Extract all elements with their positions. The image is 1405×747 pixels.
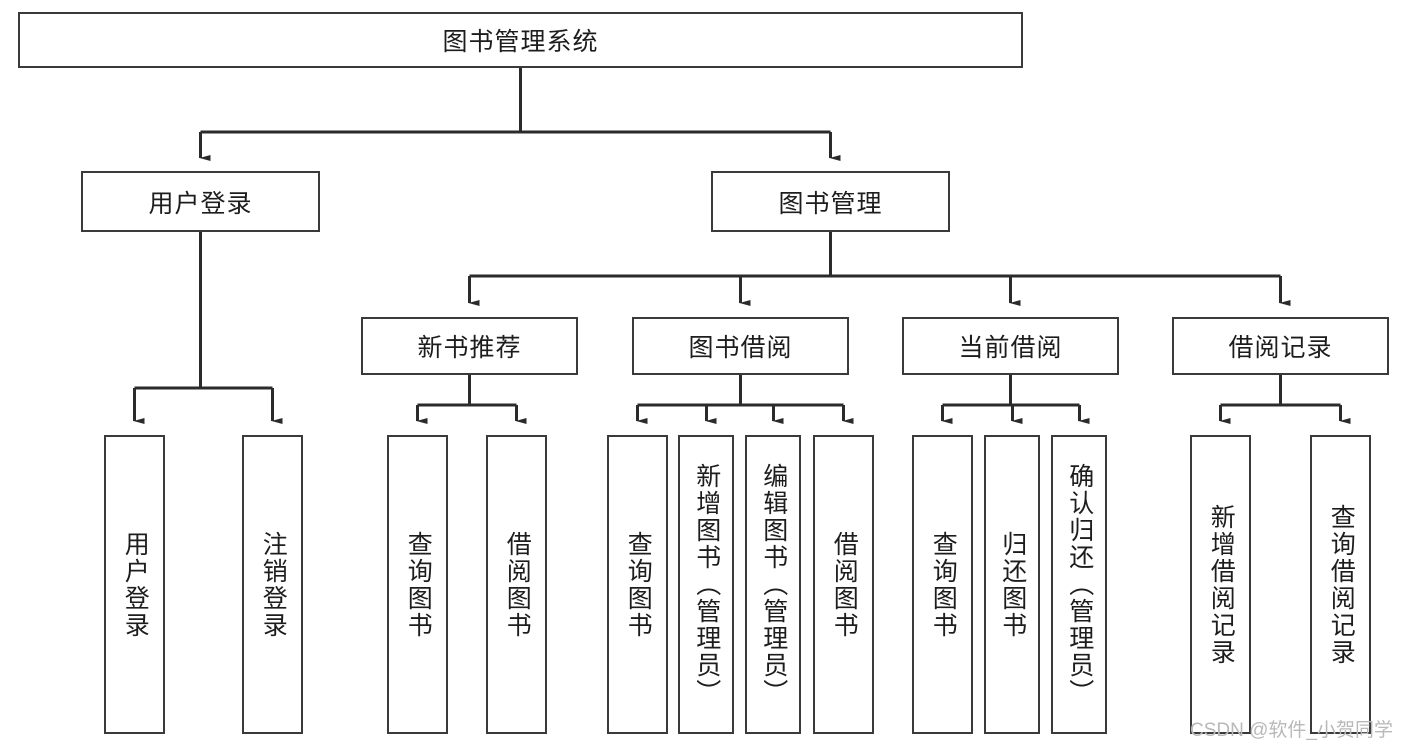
leaf-add-book-admin[interactable]: 新增图书（管理员） [678,435,734,734]
node-label: 查询图书 [624,530,653,639]
node-label: 查询图书 [929,530,958,639]
node-label: 图书管理 [778,189,883,218]
node-label: 用户登录 [121,530,150,639]
node-label: 新书推荐 [417,334,522,362]
node-new-book-recommend[interactable]: 新书推荐 [361,317,578,375]
leaf-query-book-borrow[interactable]: 查询图书 [607,435,668,734]
node-user-login[interactable]: 用户登录 [81,171,320,232]
leaf-query-book-recommend[interactable]: 查询图书 [387,435,448,734]
leaf-return-book[interactable]: 归还图书 [984,435,1040,734]
node-label: 查询借阅记录 [1327,503,1356,666]
leaf-query-book-current[interactable]: 查询图书 [912,435,973,734]
node-label: 确认归还（管理员） [1065,463,1094,706]
leaf-user-logout[interactable]: 注销登录 [242,435,303,734]
node-root-system[interactable]: 图书管理系统 [18,12,1023,68]
leaf-edit-book-admin[interactable]: 编辑图书（管理员） [745,435,801,734]
node-label: 借阅记录 [1228,334,1333,362]
node-label: 编辑图书（管理员） [759,463,788,706]
leaf-query-borrow-record[interactable]: 查询借阅记录 [1310,435,1371,734]
node-label: 图书管理系统 [442,28,599,56]
node-label: 注销登录 [259,530,288,639]
watermark-text: CSDN @软件_小贺同学 [1190,720,1393,741]
node-label: 新增图书（管理员） [692,463,721,706]
node-current-borrow[interactable]: 当前借阅 [902,317,1119,375]
node-borrow-record[interactable]: 借阅记录 [1172,317,1389,375]
node-label: 归还图书 [998,530,1027,639]
leaf-user-login[interactable]: 用户登录 [104,435,165,734]
node-label: 借阅图书 [830,530,859,639]
node-label: 新增借阅记录 [1207,503,1236,666]
node-label: 用户登录 [148,189,253,218]
node-label: 借阅图书 [503,530,532,639]
leaf-add-borrow-record[interactable]: 新增借阅记录 [1190,435,1251,734]
leaf-confirm-return-admin[interactable]: 确认归还（管理员） [1051,435,1107,734]
node-label: 当前借阅 [958,334,1063,362]
node-book-management[interactable]: 图书管理 [711,171,950,232]
leaf-borrow-book[interactable]: 借阅图书 [813,435,874,734]
node-label: 查询图书 [404,530,433,639]
leaf-borrow-book-recommend[interactable]: 借阅图书 [486,435,547,734]
node-label: 图书借阅 [688,334,793,362]
node-book-borrow[interactable]: 图书借阅 [632,317,849,375]
